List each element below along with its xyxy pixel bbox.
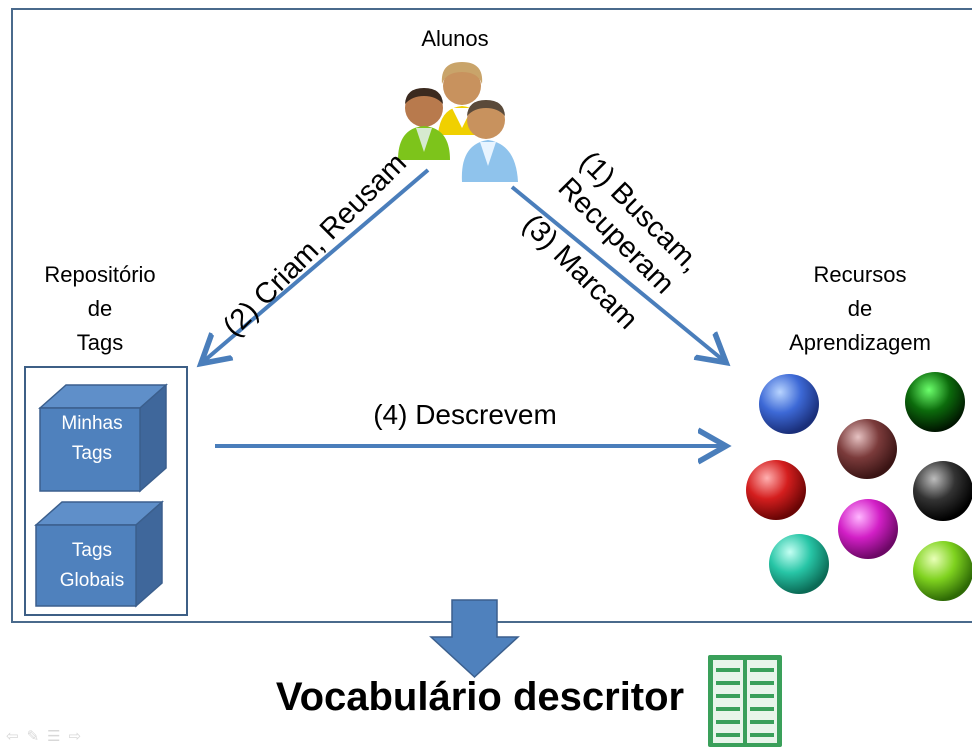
- students-label: Alunos: [421, 26, 489, 51]
- sphere-teal: [769, 534, 829, 594]
- green-notebook-icon: [708, 655, 782, 747]
- edge-label-describe: (4) Descrevem: [373, 399, 557, 430]
- sphere-dark-green: [905, 372, 965, 432]
- repository-label: Repositório de Tags: [44, 262, 156, 355]
- sphere-lime: [913, 541, 972, 601]
- previous-icon[interactable]: ⇦: [6, 728, 19, 745]
- sphere-magenta: [838, 499, 898, 559]
- arrow-search-tag: [510, 185, 723, 360]
- next-icon[interactable]: ⇨: [68, 728, 82, 745]
- sphere-blue: [759, 374, 819, 434]
- menu-icon[interactable]: ☰: [47, 728, 61, 745]
- my-tags-label: Minhas Tags: [61, 413, 123, 464]
- sphere-brown: [837, 419, 897, 479]
- result-title: Vocabulário descritor: [275, 675, 685, 719]
- group-of-people-icon: [398, 62, 518, 182]
- sphere-red: [746, 460, 806, 520]
- pen-icon[interactable]: ✎: [26, 728, 40, 745]
- slide-navigation: ⇦ ✎ ☰ ⇨: [6, 727, 81, 745]
- sphere-black: [913, 461, 972, 521]
- global-tags-label: Tags Globais: [59, 540, 125, 591]
- resources-label: Recursos de Aprendizagem: [789, 262, 931, 355]
- colored-spheres-icon: [746, 372, 972, 601]
- arrow-create-reuse: [204, 168, 430, 361]
- down-arrow-icon: [429, 599, 520, 679]
